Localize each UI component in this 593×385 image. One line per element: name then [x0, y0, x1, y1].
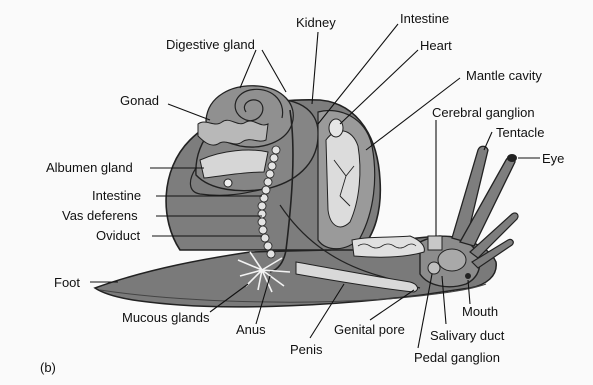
- label-vas-deferens: Vas deferens: [62, 208, 138, 223]
- label-eye: Eye: [542, 151, 564, 166]
- label-oviduct: Oviduct: [96, 228, 140, 243]
- label-foot: Foot: [54, 275, 80, 290]
- panel-label: (b): [40, 360, 56, 375]
- label-cerebral-ganglion: Cerebral ganglion: [432, 105, 535, 120]
- label-intestine-left: Intestine: [92, 188, 141, 203]
- label-heart: Heart: [420, 38, 452, 53]
- label-kidney: Kidney: [296, 15, 336, 30]
- label-penis: Penis: [290, 342, 323, 357]
- eye: [507, 154, 517, 162]
- label-mantle-cavity: Mantle cavity: [466, 68, 542, 83]
- salivary-gland: [352, 236, 424, 257]
- label-mouth: Mouth: [462, 304, 498, 319]
- heart: [329, 119, 343, 137]
- pedal-ganglion: [428, 262, 440, 274]
- label-salivary-duct: Salivary duct: [430, 328, 505, 343]
- mouth-opening: [465, 273, 471, 279]
- buccal-mass: [438, 249, 466, 271]
- label-pedal-ganglion: Pedal ganglion: [414, 350, 500, 365]
- label-genital-pore: Genital pore: [334, 322, 405, 337]
- label-tentacle: Tentacle: [496, 125, 544, 140]
- label-albumen-gland: Albumen gland: [46, 160, 133, 175]
- label-anus: Anus: [236, 322, 266, 337]
- albumen-dot: [224, 179, 232, 187]
- cerebral-ganglion: [428, 236, 442, 250]
- label-gonad: Gonad: [120, 93, 159, 108]
- label-intestine-top: Intestine: [400, 11, 449, 26]
- label-mucous-glands: Mucous glands: [122, 310, 210, 325]
- label-digestive-gland: Digestive gland: [166, 37, 255, 52]
